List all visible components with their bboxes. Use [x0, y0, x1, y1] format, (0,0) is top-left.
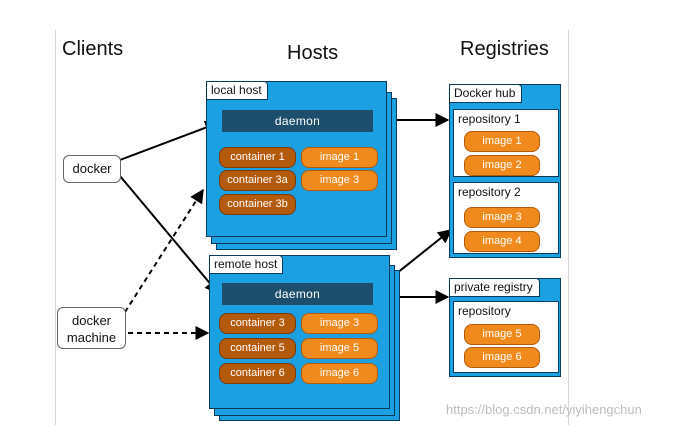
local-image-1: image 1: [301, 147, 378, 168]
local-container-1: container 1: [219, 147, 296, 168]
heading-hosts: Hosts: [287, 42, 339, 64]
docker-client: docker: [63, 155, 121, 183]
frame-border-left: [55, 30, 56, 425]
private-image-5: image 5: [464, 324, 540, 345]
private-registry: private registry repository image 5 imag…: [449, 278, 561, 377]
hub-repo2-image-4: image 4: [464, 231, 540, 252]
remote-image-3: image 3: [301, 313, 378, 334]
frame-border-right: [568, 30, 569, 425]
remote-daemon: daemon: [222, 283, 373, 305]
repository-2: repository 2 image 3 image 4: [453, 182, 559, 254]
remote-container-5: container 5: [219, 338, 296, 359]
remote-image-6: image 6: [301, 363, 378, 384]
private-registry-label: private registry: [449, 278, 540, 297]
heading-clients: Clients: [62, 38, 124, 60]
docker-machine-label-line1: docker: [71, 313, 112, 328]
watermark-text: https://blog.csdn.net/yiyihengchun: [446, 402, 642, 417]
remote-host: remote host daemon container 3 container…: [209, 255, 390, 409]
remote-host-label: remote host: [209, 255, 284, 274]
private-repository: repository image 5 image 6: [453, 301, 559, 373]
hub-repo2-image-3: image 3: [464, 207, 540, 228]
repository-1-label: repository 1: [458, 112, 521, 126]
docker-client-label: docker: [72, 161, 112, 176]
local-host: local host daemon container 1 container …: [206, 81, 387, 237]
arrow-docker-to-remote-daemon: [119, 175, 219, 295]
remote-container-3: container 3: [219, 313, 296, 334]
local-daemon: daemon: [222, 110, 373, 132]
docker-machine-client: docker machine: [57, 307, 126, 349]
repository-2-label: repository 2: [458, 185, 521, 199]
local-container-3b: container 3b: [219, 194, 296, 215]
arrow-docker-to-local-daemon: [119, 120, 220, 161]
heading-registries: Registries: [460, 38, 549, 60]
remote-image-5: image 5: [301, 338, 378, 359]
local-host-label: local host: [206, 81, 268, 100]
local-container-3a: container 3a: [219, 170, 296, 191]
local-image-3: image 3: [301, 170, 378, 191]
hub-repo1-image-2: image 2: [464, 155, 540, 176]
arrow-machine-to-local-host: [124, 188, 204, 313]
docker-hub-label: Docker hub: [449, 84, 523, 103]
hub-repo1-image-1: image 1: [464, 131, 540, 152]
private-image-6: image 6: [464, 347, 540, 368]
repository-1: repository 1 image 1 image 2: [453, 109, 559, 177]
private-repository-label: repository: [458, 304, 511, 318]
docker-machine-label-line2: machine: [66, 330, 117, 345]
remote-container-6: container 6: [219, 363, 296, 384]
docker-hub-registry: Docker hub repository 1 image 1 image 2 …: [449, 84, 561, 258]
